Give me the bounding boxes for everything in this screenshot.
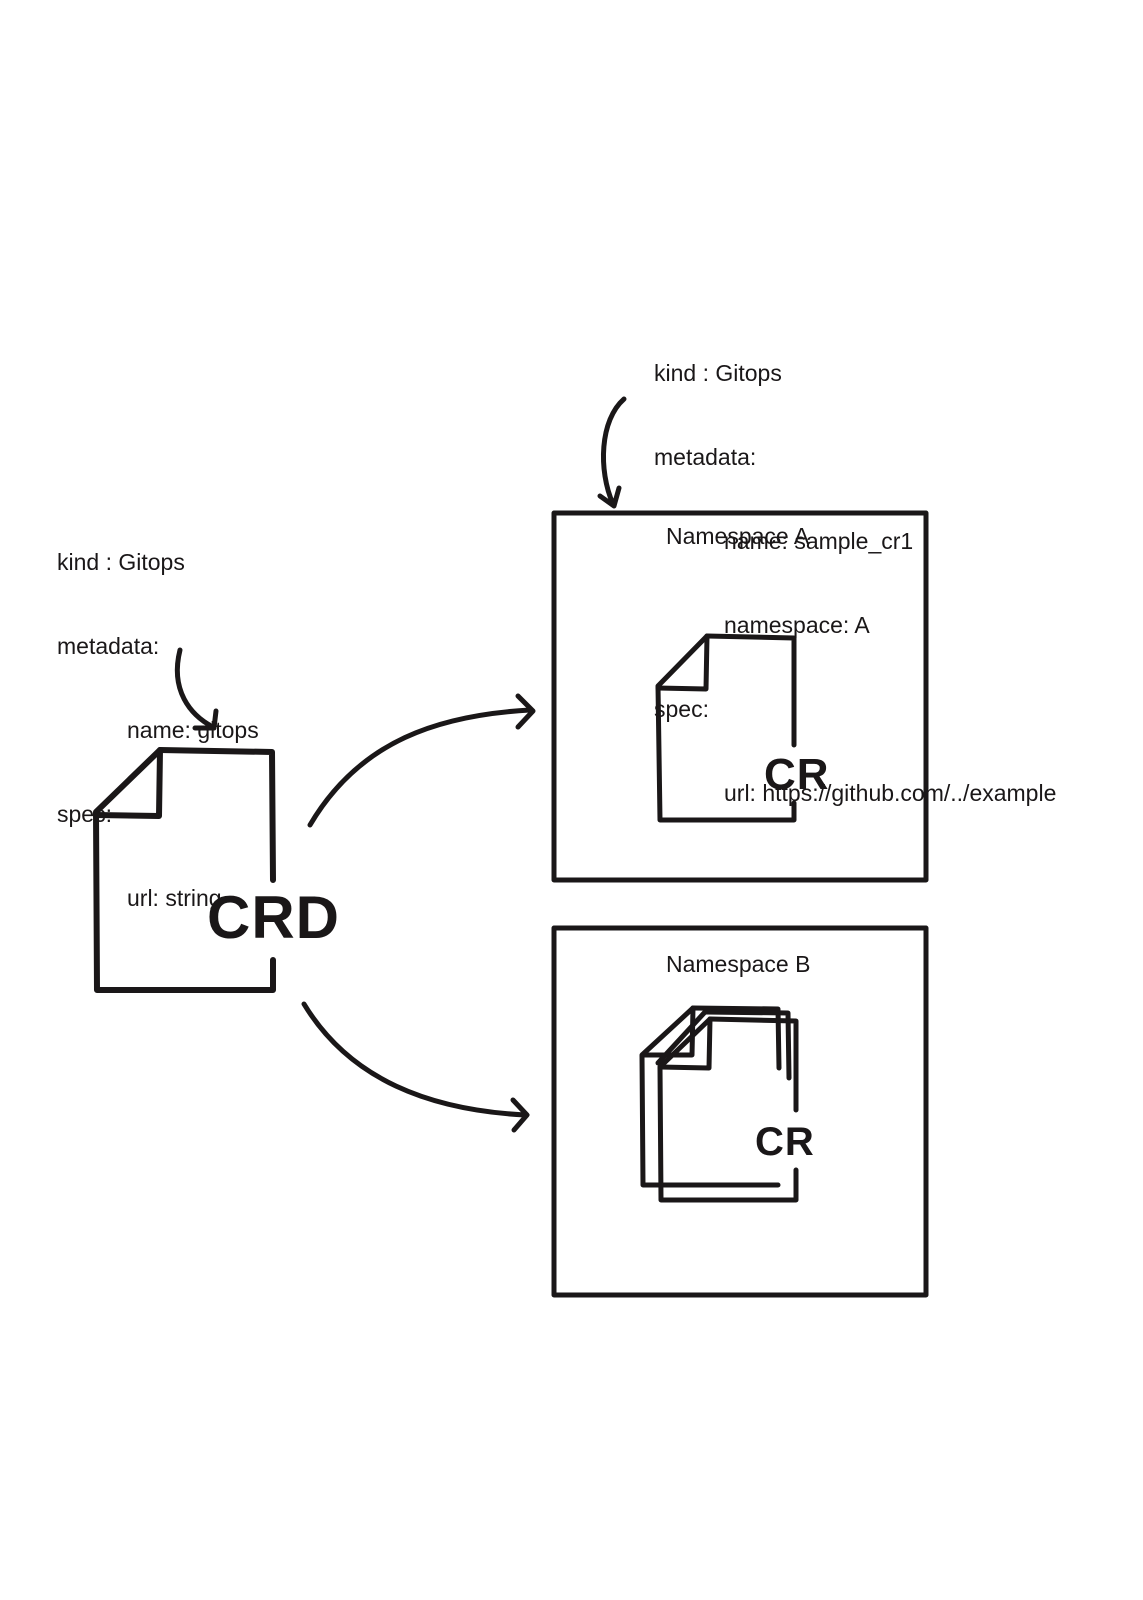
crd-spec-spec: spec: — [57, 801, 112, 827]
cr-spec-name: name: sample_cr1 — [724, 528, 914, 554]
crd-spec-name: name: gitops — [127, 717, 259, 743]
cr-spec-arrow — [597, 396, 627, 509]
crd-spec-arrow — [174, 647, 219, 731]
cr-spec-namespace: namespace: A — [724, 612, 870, 638]
cr-spec-spec: spec: — [654, 696, 709, 722]
crd-to-namespace-b-arrow — [301, 1001, 530, 1133]
crd-spec-kind: kind : Gitops — [57, 549, 185, 575]
cr-document-icon-a — [655, 633, 797, 823]
cr-spec-kind: kind : Gitops — [654, 360, 782, 386]
cr-spec-text: kind : Gitops metadata: name: sample_cr1… — [654, 303, 1056, 835]
crd-spec-metadata: metadata: — [57, 633, 160, 659]
cr-document-stack-icon-b — [639, 1005, 799, 1203]
namespace-b-title: Namespace B — [666, 951, 811, 977]
crd-spec-url: url: string — [127, 885, 222, 911]
crd-label: CRD — [207, 884, 340, 951]
namespace-b-box — [551, 925, 929, 1298]
crd-to-namespace-a-arrow — [307, 693, 536, 828]
cr-spec-metadata: metadata: — [654, 444, 757, 470]
cr-label-a: CR — [764, 750, 830, 799]
namespace-a-title: Namespace A — [666, 523, 810, 549]
cr-label-b: CR — [755, 1120, 815, 1164]
crd-spec-text: kind : Gitops metadata: name: gitops spe… — [57, 492, 259, 940]
crd-document-icon — [93, 747, 276, 993]
namespace-a-box — [551, 510, 929, 883]
cr-spec-url: url: https://github.com/../example — [724, 780, 1057, 806]
